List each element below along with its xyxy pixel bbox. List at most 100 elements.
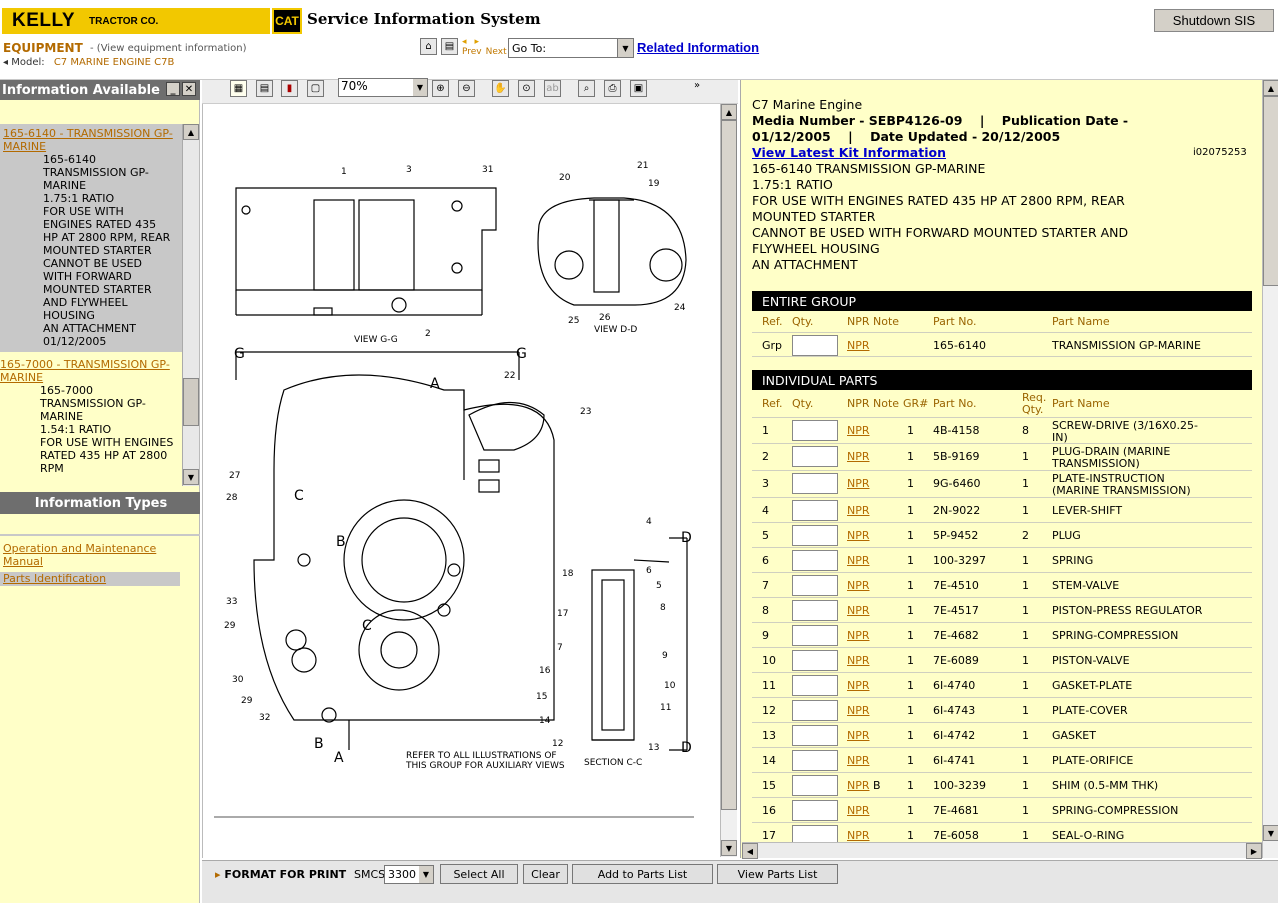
scroll-down-icon[interactable]: ▼: [1263, 825, 1278, 841]
npr-link[interactable]: NPR: [847, 424, 870, 437]
document-id: i02075253: [1193, 147, 1247, 158]
scroll-right-icon[interactable]: ▶: [1246, 843, 1262, 859]
chevron-down-icon[interactable]: ▼: [413, 79, 427, 96]
npr-link[interactable]: NPR: [847, 554, 870, 567]
view-parts-list-button[interactable]: View Parts List: [717, 864, 838, 884]
equipment-link[interactable]: EQUIPMENT: [3, 41, 83, 55]
scroll-thumb[interactable]: [1263, 96, 1278, 286]
zoom-out-icon[interactable]: ⊖: [458, 80, 475, 97]
scroll-up-icon[interactable]: ▲: [1263, 80, 1278, 96]
scroll-left-icon[interactable]: ◀: [742, 843, 758, 859]
select-all-button[interactable]: Select All: [440, 864, 518, 884]
qty-input[interactable]: [792, 446, 838, 467]
parts-illustration[interactable]: VIEW G-G VIEW D-D SECTION C-C REFER TO A…: [214, 140, 714, 840]
scroll-thumb[interactable]: [183, 378, 199, 426]
minimize-icon[interactable]: _: [166, 82, 180, 96]
qty-input[interactable]: [792, 550, 838, 571]
npr-link[interactable]: NPR: [847, 450, 870, 463]
qty-input[interactable]: [792, 525, 838, 546]
print-icon[interactable]: ⎙: [604, 80, 621, 97]
format-for-print-label[interactable]: FORMAT FOR PRINT: [224, 868, 347, 881]
close-icon[interactable]: ✕: [182, 82, 196, 96]
qty-input[interactable]: [792, 473, 838, 494]
npr-link[interactable]: NPR: [847, 529, 870, 542]
scroll-thumb[interactable]: [721, 120, 737, 810]
parts-identification-item[interactable]: Parts Identification: [0, 572, 180, 586]
zoom-select[interactable]: 70% ▼: [338, 78, 428, 97]
smcs-select[interactable]: 3300 ▼: [384, 865, 434, 884]
scroll-up-icon[interactable]: ▲: [721, 104, 737, 120]
prev-arrow-icon[interactable]: ◂: [462, 37, 467, 47]
save-icon[interactable]: ▣: [630, 80, 647, 97]
npr-link[interactable]: NPR: [847, 754, 870, 767]
add-to-parts-list-button[interactable]: Add to Parts List: [572, 864, 713, 884]
viewer-scrollbar[interactable]: ▲ ▼: [720, 104, 737, 857]
print-page-icon[interactable]: ▢: [307, 80, 324, 97]
qty-input[interactable]: [792, 625, 838, 646]
part-name-line: PLUG: [1052, 529, 1081, 542]
next-arrow-icon[interactable]: ▸: [474, 37, 480, 47]
npr-link[interactable]: NPR: [847, 829, 870, 842]
scroll-down-icon[interactable]: ▼: [721, 840, 737, 856]
qty-input[interactable]: [792, 500, 838, 521]
npr-link[interactable]: NPR: [847, 804, 870, 817]
tree-item-title[interactable]: 165-6140 - TRANSMISSION GP-MARINE: [3, 127, 173, 153]
tree-scrollbar[interactable]: ▲ ▼: [182, 124, 199, 486]
clear-button[interactable]: Clear: [523, 864, 568, 884]
qty-input[interactable]: [792, 675, 838, 696]
document-hscrollbar[interactable]: ◀ ▶: [742, 842, 1262, 859]
next-button[interactable]: Next: [485, 47, 507, 57]
qty-input[interactable]: [792, 575, 838, 596]
qty-input[interactable]: [792, 775, 838, 796]
npr-link[interactable]: NPR: [847, 704, 870, 717]
tree-item-selected[interactable]: 165-6140 - TRANSMISSION GP-MARINE 165-61…: [0, 124, 182, 352]
collapse-arrow-icon[interactable]: ◂: [3, 57, 9, 68]
qty-input[interactable]: [792, 750, 838, 771]
pan-hand-icon[interactable]: ✋: [492, 80, 509, 97]
npr-link[interactable]: NPR: [847, 679, 870, 692]
tree-line: MOUNTED STARTER: [43, 244, 152, 257]
view-kit-link[interactable]: View Latest Kit Information: [752, 145, 946, 160]
shutdown-button[interactable]: Shutdown SIS: [1154, 9, 1274, 32]
related-information-link[interactable]: Related Information: [637, 40, 760, 55]
npr-link[interactable]: NPR: [847, 629, 870, 642]
npr-link[interactable]: NPR: [847, 504, 870, 517]
home-icon[interactable]: ⌂: [420, 38, 437, 55]
npr-link[interactable]: NPR: [847, 339, 870, 352]
npr-link[interactable]: NPR: [847, 779, 870, 792]
bookmark-icon[interactable]: ▮: [281, 80, 298, 97]
copy-icon[interactable]: ▤: [256, 80, 273, 97]
qty-input[interactable]: [792, 800, 838, 821]
npr-link[interactable]: NPR: [847, 729, 870, 742]
document-scrollbar[interactable]: ▲ ▼: [1262, 80, 1278, 858]
scroll-down-icon[interactable]: ▼: [183, 469, 199, 485]
parts-identification-link[interactable]: Parts Identification: [3, 572, 107, 585]
tree-item-title[interactable]: 165-7000 - TRANSMISSION GP-MARINE: [0, 358, 170, 384]
npr-link[interactable]: NPR: [847, 604, 870, 617]
npr-link[interactable]: NPR: [847, 654, 870, 667]
npr-link[interactable]: NPR: [847, 477, 870, 490]
qty-input[interactable]: [792, 650, 838, 671]
qty-input[interactable]: [792, 825, 838, 846]
scroll-up-icon[interactable]: ▲: [183, 124, 199, 140]
toolbar-overflow-icon[interactable]: »: [694, 80, 701, 91]
gr-number: 1: [907, 579, 914, 592]
qty-input[interactable]: [792, 420, 838, 441]
goto-select[interactable]: Go To: ▼: [508, 38, 634, 58]
qty-input[interactable]: [792, 335, 838, 356]
zoom-area-icon[interactable]: ⊙: [518, 80, 535, 97]
operation-maintenance-link[interactable]: Operation and Maintenance Manual: [3, 542, 157, 568]
tree-item[interactable]: 165-7000 - TRANSMISSION GP-MARINE 165-70…: [0, 352, 182, 475]
document-icon[interactable]: ▤: [441, 38, 458, 55]
chevron-down-icon[interactable]: ▼: [617, 39, 633, 57]
page-icon[interactable]: ▦: [230, 80, 247, 97]
prev-button[interactable]: Prev: [462, 47, 482, 57]
qty-input[interactable]: [792, 600, 838, 621]
find-icon[interactable]: ⌕: [578, 80, 595, 97]
qty-input[interactable]: [792, 725, 838, 746]
chevron-down-icon[interactable]: ▼: [419, 866, 433, 883]
text-select-icon[interactable]: ab: [544, 80, 561, 97]
zoom-in-icon[interactable]: ⊕: [432, 80, 449, 97]
npr-link[interactable]: NPR: [847, 579, 870, 592]
qty-input[interactable]: [792, 700, 838, 721]
